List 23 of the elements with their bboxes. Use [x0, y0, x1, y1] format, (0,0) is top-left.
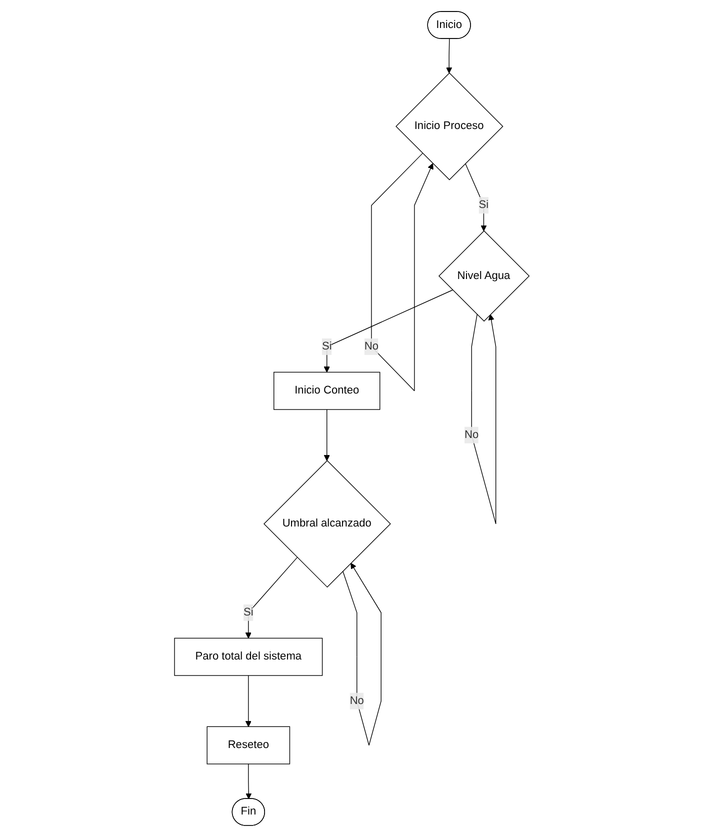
- node-diamond: [438, 230, 530, 322]
- node-diamond: [396, 72, 504, 180]
- arrow: [324, 290, 454, 372]
- node-box: [174, 638, 323, 676]
- edge-label: Si: [322, 340, 332, 352]
- arrow: [465, 163, 487, 232]
- arrow: [471, 314, 496, 524]
- arrow: [371, 152, 434, 392]
- edge-label: Si: [478, 199, 489, 211]
- arrow: [246, 557, 298, 638]
- edge-label: No: [464, 428, 479, 441]
- node-box: [206, 726, 290, 764]
- edge-label: No: [364, 340, 379, 352]
- arrow: [342, 562, 382, 746]
- arrow: [324, 409, 330, 461]
- arrow: [446, 38, 452, 74]
- edge-label: Si: [244, 606, 254, 618]
- flowchart: No Si No Si No Si Inicio Inicio Proceso Nivel Agua Inicio Conteo Umbral alcanzado Paro total del sistema Reseteo Fin: [169, 6, 535, 831]
- arrow: [246, 764, 252, 800]
- arrow: [246, 675, 252, 727]
- edge-label: No: [350, 694, 364, 707]
- node-diamond: [264, 460, 392, 588]
- node-box: [274, 372, 380, 410]
